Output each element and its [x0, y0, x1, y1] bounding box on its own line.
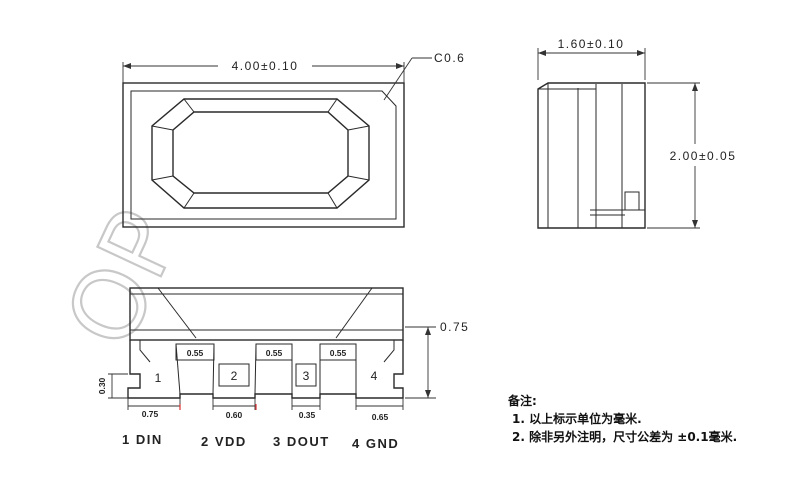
pin-label-2: 2 VDD — [201, 434, 247, 449]
pad-gap-line — [212, 343, 215, 395]
lens-outer-octagon — [151, 98, 370, 209]
arrow-head — [396, 63, 404, 69]
pad-row-outline — [127, 340, 404, 399]
top-width-dimension: 4.00±0.10 — [232, 59, 299, 73]
lens-bevel-line — [327, 98, 338, 113]
lens-bevel-line — [183, 98, 195, 113]
lens-bevel-line — [183, 192, 195, 209]
pad-gap-label: 0.55 — [330, 348, 347, 358]
lens-inner-octagon — [172, 111, 349, 194]
bottom-view-body — [129, 287, 404, 341]
bottom-view: 0.55 0.55 0.55 1 2 3 4 0.75 0.30 0.75 0.… — [97, 287, 469, 422]
pad-width-dimension: 0.60 — [226, 410, 243, 420]
arrow-head — [538, 50, 546, 56]
note-item-1: 1. 以上标示单位为毫米. — [512, 412, 642, 426]
top-view-inner-outline — [130, 90, 397, 220]
chamfer-leader — [383, 57, 413, 101]
pad-gap-line — [254, 343, 257, 395]
notes-block: 备注: 1. 以上标示单位为毫米. 2. 除非另外注明，尺寸公差为 ±0.1毫米… — [508, 392, 737, 446]
pad-row-detail — [139, 340, 151, 363]
pad-number: 4 — [371, 369, 378, 383]
pad-number: 1 — [155, 371, 162, 385]
pad-number: 3 — [303, 369, 310, 383]
arrow-head — [692, 220, 698, 228]
pin-label-3: 3 DOUT — [273, 434, 330, 449]
lens-bevel-line — [347, 175, 370, 181]
top-view: 4.00±0.10 C0.6 — [122, 51, 465, 228]
pad-width-dimension: 0.75 — [142, 409, 159, 419]
side-view-pad — [624, 191, 640, 211]
pad-gap-label: 0.55 — [266, 348, 283, 358]
side-view-body — [537, 82, 646, 229]
lens-bevel-line — [151, 125, 174, 131]
side-height-dimension: 2.00±0.05 — [670, 149, 737, 163]
pin-labels: 1 DIN 2 VDD 3 DOUT 4 GND — [122, 432, 399, 451]
pad-gap-line — [175, 343, 181, 395]
arrow-head — [425, 327, 431, 335]
arrow-head — [123, 63, 131, 69]
lens-bevel-line — [347, 125, 370, 131]
side-width-dimension: 1.60±0.10 — [558, 37, 625, 51]
lens-bevel-line — [327, 192, 338, 209]
note-item-2: 2. 除非另外注明，尺寸公差为 ±0.1毫米. — [512, 430, 738, 444]
pin-label-4: 4 GND — [352, 436, 399, 451]
pad-height-dimension: 0.30 — [97, 377, 107, 394]
arrow-head — [637, 50, 645, 56]
pad-width-dimension: 0.65 — [372, 412, 389, 422]
arrow-head — [692, 83, 698, 91]
arrow-head — [425, 390, 431, 398]
pad-width-dimension: 0.35 — [299, 410, 316, 420]
chamfer-label: C0.6 — [434, 51, 465, 65]
pad-number-box — [218, 363, 250, 387]
notes-title: 备注: — [508, 394, 537, 408]
pad-row-detail — [383, 340, 395, 363]
pin-label-1: 1 DIN — [122, 432, 163, 447]
pad-gap-label: 0.55 — [187, 348, 204, 358]
pad-number-box — [295, 363, 317, 387]
top-view-outer-body — [122, 82, 405, 228]
bottom-height-dimension: 0.75 — [440, 320, 469, 334]
pad-number: 2 — [231, 369, 238, 383]
lens-bevel-line — [151, 175, 174, 181]
side-view: 1.60±0.10 2.00±0.05 — [537, 37, 737, 229]
